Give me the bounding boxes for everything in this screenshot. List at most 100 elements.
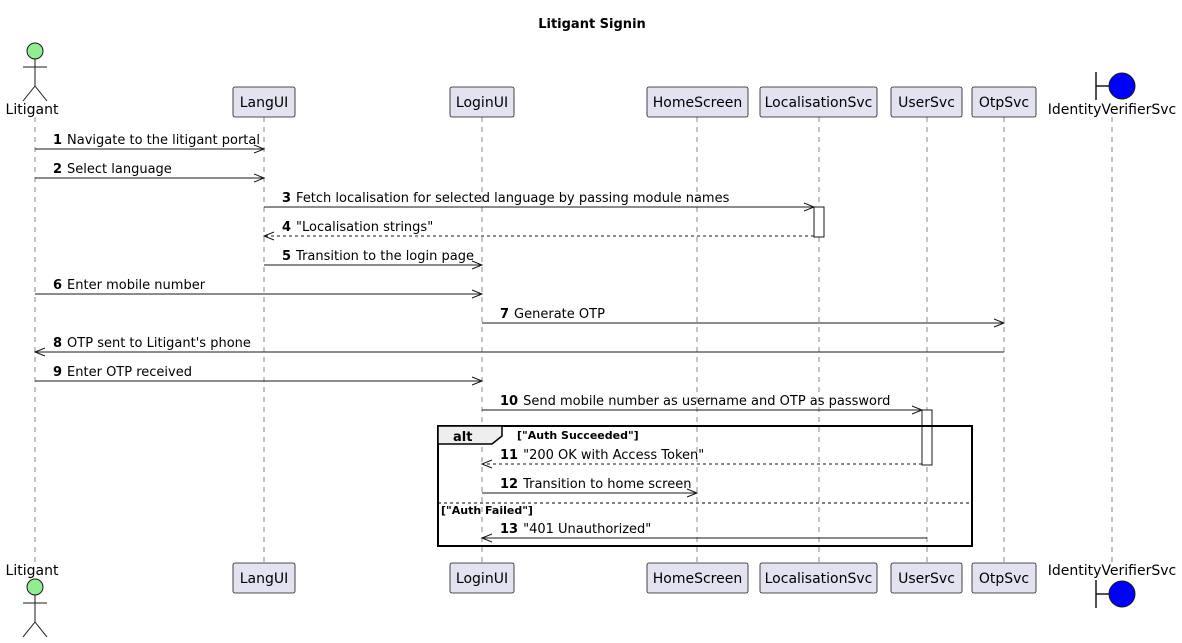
participant-localisationsvc-bottom: LocalisationSvc — [759, 562, 878, 594]
participant-homescreen-bottom: HomeScreen — [646, 562, 749, 594]
participant-label: Litigant — [6, 563, 59, 579]
message-12: 12 Transition to home screen — [482, 477, 699, 498]
activation-usersvc — [921, 409, 933, 466]
message-text: Enter OTP received — [67, 365, 192, 380]
participant-label: IdentityVerifierSvc — [1048, 563, 1176, 579]
message-text: OTP sent to Litigant's phone — [67, 336, 251, 351]
arrowhead-icon — [471, 289, 484, 299]
message-text: "401 Unauthorized" — [523, 522, 651, 537]
message-text: "200 OK with Access Token" — [523, 448, 704, 463]
activation-bars — [813, 206, 933, 466]
participant-label: LocalisationSvc — [765, 95, 873, 111]
participant-loginui-top: LoginUI — [449, 86, 515, 118]
message-6: 6 Enter mobile number — [35, 278, 484, 299]
message-number: 3 — [282, 191, 291, 206]
message-11: 11 "200 OK with Access Token" — [480, 448, 922, 469]
message-label: 11 "200 OK with Access Token" — [500, 448, 704, 463]
arrowhead-icon — [480, 533, 493, 543]
message-number: 10 — [500, 394, 518, 409]
participant-localisationsvc-top: LocalisationSvc — [759, 86, 878, 118]
participant-langui-bottom: LangUI — [232, 562, 296, 594]
diagram-title: Litigant Signin — [538, 17, 646, 32]
arrowhead-icon — [253, 173, 266, 183]
message-label: 13 "401 Unauthorized" — [500, 522, 651, 537]
participant-label: OtpSvc — [979, 95, 1029, 111]
message-number: 11 — [500, 448, 518, 463]
lifelines — [34, 117, 1113, 563]
arrowhead-icon — [33, 347, 46, 357]
participant-box — [759, 86, 878, 118]
participant-box — [646, 86, 749, 118]
alt-frame-border — [437, 425, 973, 547]
participant-langui-top: LangUI — [232, 86, 296, 118]
participant-label: Litigant — [6, 102, 59, 118]
message-13: 13 "401 Unauthorized" — [480, 522, 927, 543]
message-number: 13 — [500, 522, 518, 537]
message-10: 10 Send mobile number as username and OTP… — [482, 394, 924, 415]
participant-label: IdentityVerifierSvc — [1048, 102, 1176, 118]
actor-icon — [22, 578, 48, 638]
participant-box — [646, 562, 749, 594]
arrowhead-icon — [686, 488, 699, 498]
arrowhead-icon — [471, 260, 484, 270]
participant-box — [759, 562, 878, 594]
boundary-icon — [1095, 72, 1136, 100]
message-number: 8 — [53, 336, 62, 351]
participant-box — [449, 562, 515, 594]
message-label: 10 Send mobile number as username and OTP… — [500, 394, 890, 409]
participant-box — [971, 86, 1037, 118]
alt-condition-failed: ["Auth Failed"] — [441, 504, 533, 517]
message-text: Send mobile number as username and OTP a… — [523, 394, 890, 409]
alt-condition-success: ["Auth Succeeded"] — [517, 429, 639, 442]
message-number: 9 — [53, 365, 62, 380]
message-label: 4"Localisation strings" — [282, 220, 433, 235]
arrowhead-icon — [253, 144, 266, 154]
arrowhead-icon — [480, 459, 493, 469]
message-text: Transition to the login page — [295, 249, 474, 264]
participant-label: HomeScreen — [653, 571, 742, 587]
alt-fragment: alt ["Auth Succeeded"] ["Auth Failed"] — [437, 425, 973, 547]
participant-box — [890, 86, 963, 118]
participant-label: LangUI — [240, 571, 289, 587]
participant-label: LangUI — [240, 95, 289, 111]
message-label: 12 Transition to home screen — [500, 477, 691, 492]
message-label: 9 Enter OTP received — [53, 365, 192, 380]
message-number: 6 — [53, 278, 62, 293]
message-1: 1 Navigate to the litigant portal — [35, 133, 266, 154]
message-9: 9 Enter OTP received — [35, 365, 484, 386]
arrowhead-icon — [803, 202, 816, 212]
participant-homescreen-top: HomeScreen — [646, 86, 749, 118]
activation-localisationsvc — [813, 206, 825, 238]
message-8: 8 OTP sent to Litigant's phone — [33, 336, 1004, 357]
message-number: 12 — [500, 477, 518, 492]
participant-loginui-bottom: LoginUI — [449, 562, 515, 594]
message-text: Navigate to the litigant portal — [67, 133, 260, 148]
participant-otpsvc-top: OtpSvc — [971, 86, 1037, 118]
participant-box — [232, 562, 296, 594]
message-text: Fetch localisation for selected language… — [296, 191, 730, 206]
participant-label: LocalisationSvc — [765, 571, 873, 587]
message-text: Select language — [67, 162, 172, 177]
message-number: 7 — [500, 307, 509, 322]
participant-label: OtpSvc — [979, 571, 1029, 587]
participant-heads: LitigantLitigantLangUILangUILoginUILogin… — [6, 42, 1176, 638]
participant-identityverifiersvc-bottom: IdentityVerifierSvc — [1048, 563, 1176, 608]
message-3: 3 Fetch localisation for selected languag… — [264, 191, 816, 212]
message-label: 3 Fetch localisation for selected languag… — [282, 191, 730, 206]
participant-label: HomeScreen — [653, 95, 742, 111]
arrowhead-icon — [993, 318, 1006, 328]
participant-label: UserSvc — [898, 95, 955, 111]
message-number: 1 — [53, 133, 62, 148]
alt-keyword: alt — [453, 430, 472, 445]
participant-litigant-top: Litigant — [6, 42, 59, 118]
message-text: Enter mobile number — [67, 278, 206, 293]
message-label: 6 Enter mobile number — [53, 278, 206, 293]
message-text: Transition to home screen — [522, 477, 691, 492]
participant-otpsvc-bottom: OtpSvc — [971, 562, 1037, 594]
